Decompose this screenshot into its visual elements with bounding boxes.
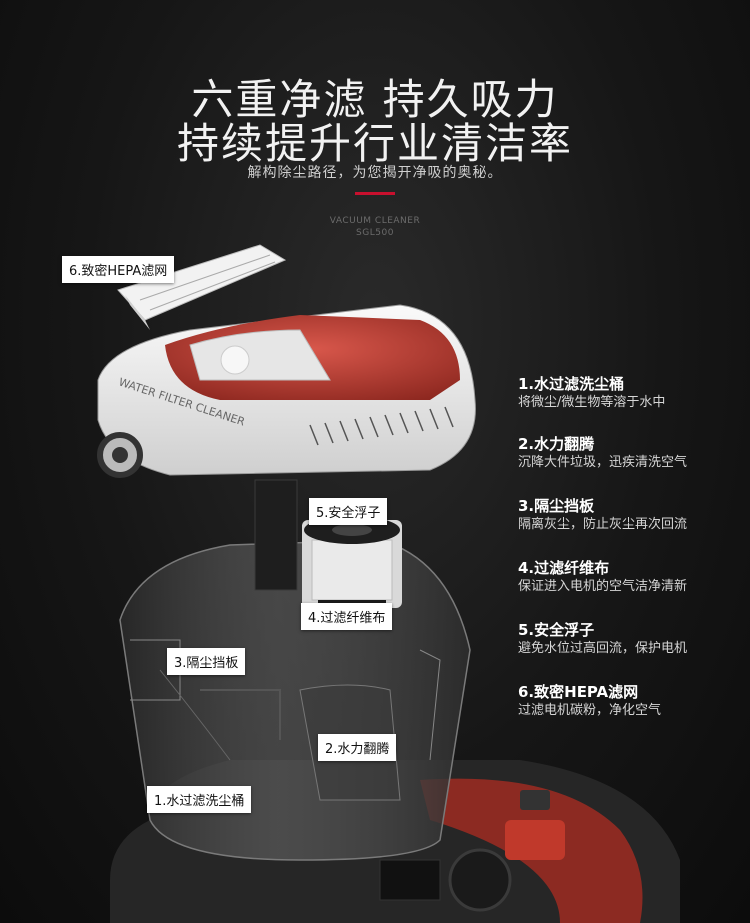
feature-description: 保证进入电机的空气洁净清新	[518, 579, 688, 594]
feature-item: 6.致密HEPA滤网 过滤电机碳粉，净化空气	[518, 682, 661, 720]
page-title-line-1: 六重净滤 持久吸力	[191, 75, 559, 124]
feature-title: 2.水力翻腾	[518, 435, 595, 453]
feature-description: 过滤电机碳粉，净化空气	[518, 703, 662, 718]
feature-item: 3.隔尘挡板 隔离灰尘，防止灰尘再次回流	[518, 496, 687, 534]
callout-water-bucket: 1.水过滤洗尘桶	[147, 786, 252, 813]
model-number: SGL500	[356, 228, 394, 238]
feature-title: 5.安全浮子	[518, 621, 595, 639]
callout-water-turbulence: 2.水力翻腾	[318, 734, 397, 761]
feature-title: 3.隔尘挡板	[518, 497, 595, 515]
page-subtitle: 解构除尘路径，为您揭开净吸的奥秘。	[247, 165, 503, 181]
feature-title: 4.过滤纤维布	[518, 559, 610, 577]
callout-filter-cloth: 4.过滤纤维布	[301, 603, 393, 630]
accent-divider	[355, 192, 395, 195]
callout-hepa-filter: 6.致密HEPA滤网	[62, 256, 175, 283]
feature-description: 沉降大件垃圾，迅疾清洗空气	[518, 455, 688, 470]
model-name: VACUUM CLEANER	[329, 216, 421, 226]
callout-dust-baffle: 3.隔尘挡板	[167, 648, 246, 675]
feature-description: 隔离灰尘，防止灰尘再次回流	[518, 517, 688, 532]
page-title-line-2: 持续提升行业清洁率	[176, 119, 573, 168]
feature-item: 5.安全浮子 避免水位过高回流，保护电机	[518, 620, 687, 658]
callout-safety-float: 5.安全浮子	[309, 498, 388, 525]
feature-title: 1.水过滤洗尘桶	[518, 375, 625, 393]
feature-item: 1.水过滤洗尘桶 将微尘/微生物等溶于水中	[518, 374, 665, 412]
intake-tube	[254, 479, 298, 591]
vacuum-lid: WATER FILTER CLEANER	[97, 304, 476, 478]
feature-description: 将微尘/微生物等溶于水中	[518, 395, 666, 410]
feature-title: 6.致密HEPA滤网	[518, 683, 639, 701]
feature-description: 避免水位过高回流，保护电机	[518, 641, 688, 656]
feature-item: 2.水力翻腾 沉降大件垃圾，迅疾清洗空气	[518, 434, 687, 472]
feature-item: 4.过滤纤维布 保证进入电机的空气洁净清新	[518, 558, 687, 596]
hepa-filter	[117, 244, 287, 330]
